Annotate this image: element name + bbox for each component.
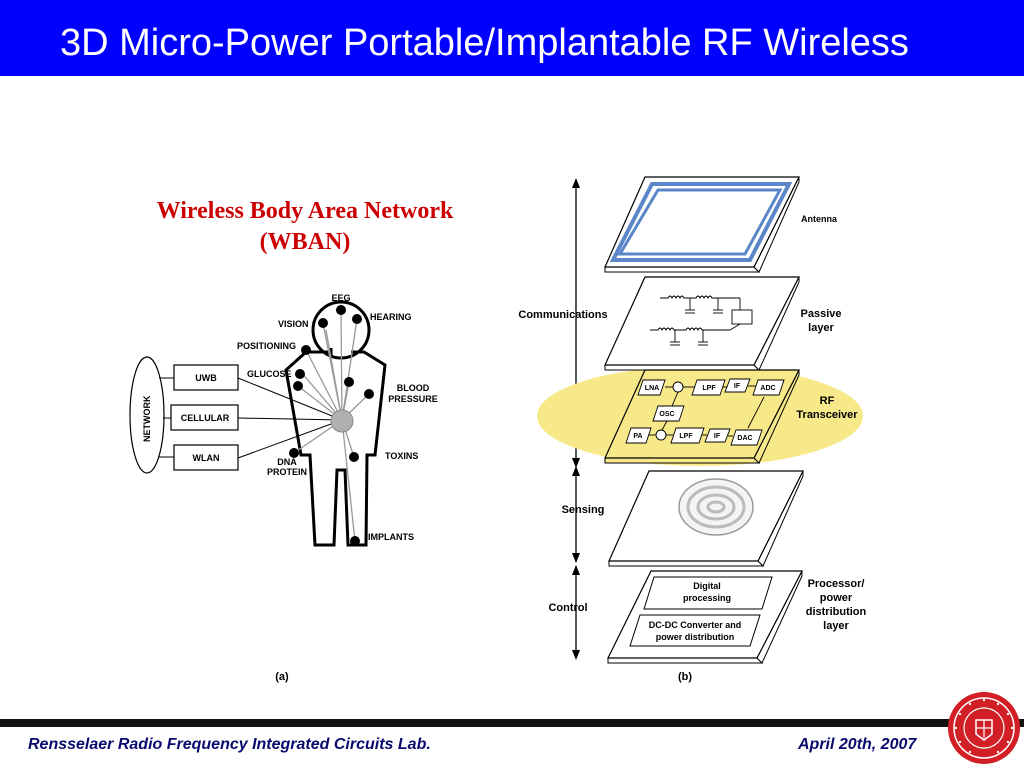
digital-line2: processing xyxy=(683,593,731,603)
sensor-glucose xyxy=(295,369,305,379)
slide-title: 3D Micro-Power Portable/Implantable RF W… xyxy=(60,22,909,64)
sensor-arm xyxy=(293,381,303,391)
layer-passive-line1: Passive xyxy=(801,308,842,320)
sensor-hearing xyxy=(352,314,362,324)
label-blood-line1: BLOOD xyxy=(397,383,430,393)
uwb-label: UWB xyxy=(195,373,217,383)
rf-transceiver-layer: LNA LPF IF ADC OSC PA LPF IF DAC xyxy=(604,369,800,464)
label-implants: IMPLANTS xyxy=(368,532,414,542)
network-label: NETWORK xyxy=(142,395,152,442)
wban-subtitle: Wireless Body Area Network (WBAN) xyxy=(120,196,490,258)
dcdc-line2: power distribution xyxy=(656,632,735,642)
rf-osc: OSC xyxy=(659,411,674,418)
layer-rf-line1: RF xyxy=(820,395,835,407)
sensor-positioning xyxy=(301,345,311,355)
footer-bar xyxy=(0,719,1024,727)
layer-processor-line3: distribution xyxy=(806,606,867,618)
sensor-chest xyxy=(344,377,354,387)
layer-antenna: Antenna xyxy=(801,214,838,224)
label-glucose: GLUCOSE xyxy=(247,369,292,379)
group-sensing: Sensing xyxy=(562,504,605,516)
passive-layer xyxy=(604,276,800,371)
network-ellipse xyxy=(129,356,165,474)
label-positioning: POSITIONING xyxy=(237,341,296,351)
sensor-eeg xyxy=(336,305,346,315)
footer-date: April 20th, 2007 xyxy=(798,736,917,753)
rf-if-bottom: IF xyxy=(714,433,721,440)
dcdc-line1: DC-DC Converter and xyxy=(649,620,742,630)
hub-node xyxy=(330,409,354,433)
sensor-implants xyxy=(350,536,360,546)
label-blood-line2: PRESSURE xyxy=(388,394,438,404)
label-vision: VISION xyxy=(278,319,309,329)
layer-processor-line4: layer xyxy=(823,620,849,632)
layer-rf-line2: Transceiver xyxy=(796,409,858,421)
rf-adc: ADC xyxy=(760,385,775,392)
label-toxins: TOXINS xyxy=(385,451,418,461)
rf-dac: DAC xyxy=(737,435,752,442)
rf-lna: LNA xyxy=(645,385,659,392)
layer-passive-line2: layer xyxy=(808,322,834,334)
digital-processing-box xyxy=(643,576,773,610)
label-eeg: EEG xyxy=(331,293,350,303)
rpi-seal-logo xyxy=(948,692,1020,764)
sensor-blood-pressure xyxy=(364,389,374,399)
sensor-vision xyxy=(318,318,328,328)
wlan-label: WLAN xyxy=(193,453,220,463)
footer-lab-name: Rensselaer Radio Frequency Integrated Ci… xyxy=(28,736,431,753)
title-bar xyxy=(0,0,1024,76)
rf-if-top: IF xyxy=(734,383,741,390)
uwb-box xyxy=(173,364,239,391)
label-dna-line1: DNA xyxy=(277,457,297,467)
sensor-toxins xyxy=(349,452,359,462)
wban-subtitle-line2: (WBAN) xyxy=(259,229,351,255)
rf-pa: PA xyxy=(633,433,642,440)
cellular-label: CELLULAR xyxy=(181,413,230,423)
layer-processor-line1: Processor/ xyxy=(808,578,865,590)
caption-a: (a) xyxy=(275,671,289,683)
label-hearing: HEARING xyxy=(370,312,412,322)
sensing-layer xyxy=(608,470,804,567)
antenna-layer xyxy=(604,176,800,273)
group-communications: Communications xyxy=(518,309,607,321)
group-control: Control xyxy=(548,602,587,614)
dcdc-box xyxy=(629,614,761,647)
processor-layer xyxy=(607,570,803,664)
digital-line1: Digital xyxy=(693,581,721,591)
sensor-dna xyxy=(289,448,299,458)
caption-b: (b) xyxy=(678,671,692,683)
label-dna-line2: PROTEIN xyxy=(267,467,307,477)
rf-lpf-bottom: LPF xyxy=(679,433,693,440)
wban-subtitle-line1: Wireless Body Area Network xyxy=(156,198,454,224)
rf-lpf-top: LPF xyxy=(702,385,716,392)
wlan-box xyxy=(173,444,239,471)
layer-processor-line2: power xyxy=(820,592,853,604)
